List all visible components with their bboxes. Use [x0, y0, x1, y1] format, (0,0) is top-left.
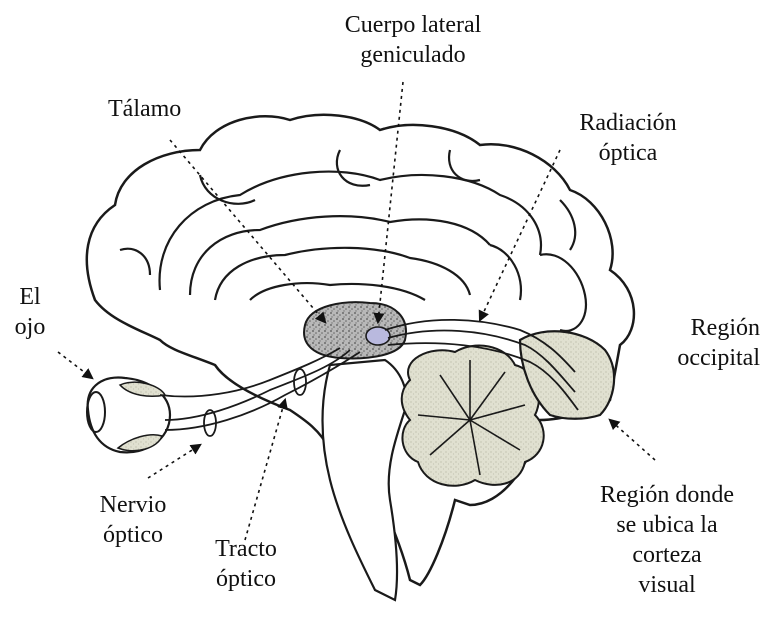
- label-talamo: Tálamo: [108, 94, 181, 124]
- brainstem: [323, 360, 407, 600]
- label-tracto-optico: Tracto óptico: [196, 534, 296, 594]
- label-region-occipital: Región occipital: [660, 313, 760, 373]
- label-radiacion-optica: Radiación óptica: [558, 108, 698, 168]
- label-cuerpo-lateral: Cuerpo lateral geniculado: [318, 10, 508, 70]
- label-corteza-visual: Región donde se ubica la corteza visual: [592, 480, 742, 600]
- thalamus: [304, 302, 406, 358]
- label-el-ojo: El ojo: [8, 282, 52, 342]
- eye: [87, 377, 170, 452]
- label-nervio-optico: Nervio óptico: [88, 490, 178, 550]
